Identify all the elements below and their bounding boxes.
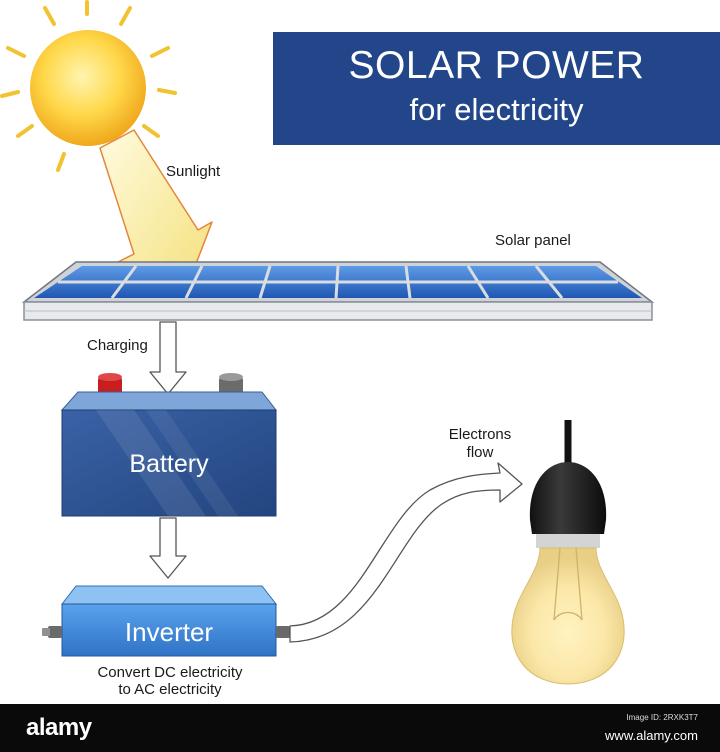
sunlight-label: Sunlight — [166, 163, 221, 180]
image-id: Image ID: 2RXK3T7 — [626, 713, 698, 722]
battery — [60, 373, 278, 517]
sun-icon — [0, 0, 177, 172]
electrons-flow-label: Electrons flow — [430, 426, 530, 462]
flow-label: flow — [466, 444, 494, 461]
alamy-url: www.alamy.com — [605, 728, 698, 743]
inverter-caption: Convert DC electricity to AC electricity — [60, 664, 280, 698]
charging-arrow — [149, 321, 187, 395]
inverter-label: Inverter — [124, 617, 214, 647]
alamy-logo: alamy — [26, 714, 92, 741]
battery-label: Battery — [129, 450, 209, 478]
title-subtitle: for electricity — [409, 92, 584, 127]
title-main: SOLAR POWER — [348, 44, 645, 87]
solar-panel — [21, 261, 655, 321]
convert-label-line2: to AC electricity — [118, 681, 222, 698]
solar-panel-label: Solar panel — [495, 232, 571, 249]
charging-label: Charging — [87, 337, 148, 354]
inverter — [42, 585, 290, 657]
battery-to-inverter-arrow — [149, 517, 187, 579]
light-bulb-icon — [511, 420, 625, 685]
electrons-label: Electrons — [448, 426, 512, 443]
electrons-flow-arrow — [289, 462, 523, 643]
convert-label-line1: Convert DC electricity — [97, 664, 243, 681]
title-banner: SOLAR POWER for electricity — [273, 32, 720, 145]
sunlight-ray-arrow — [99, 129, 213, 291]
watermark-footer: alamy Image ID: 2RXK3T7 www.alamy.com — [0, 704, 720, 752]
